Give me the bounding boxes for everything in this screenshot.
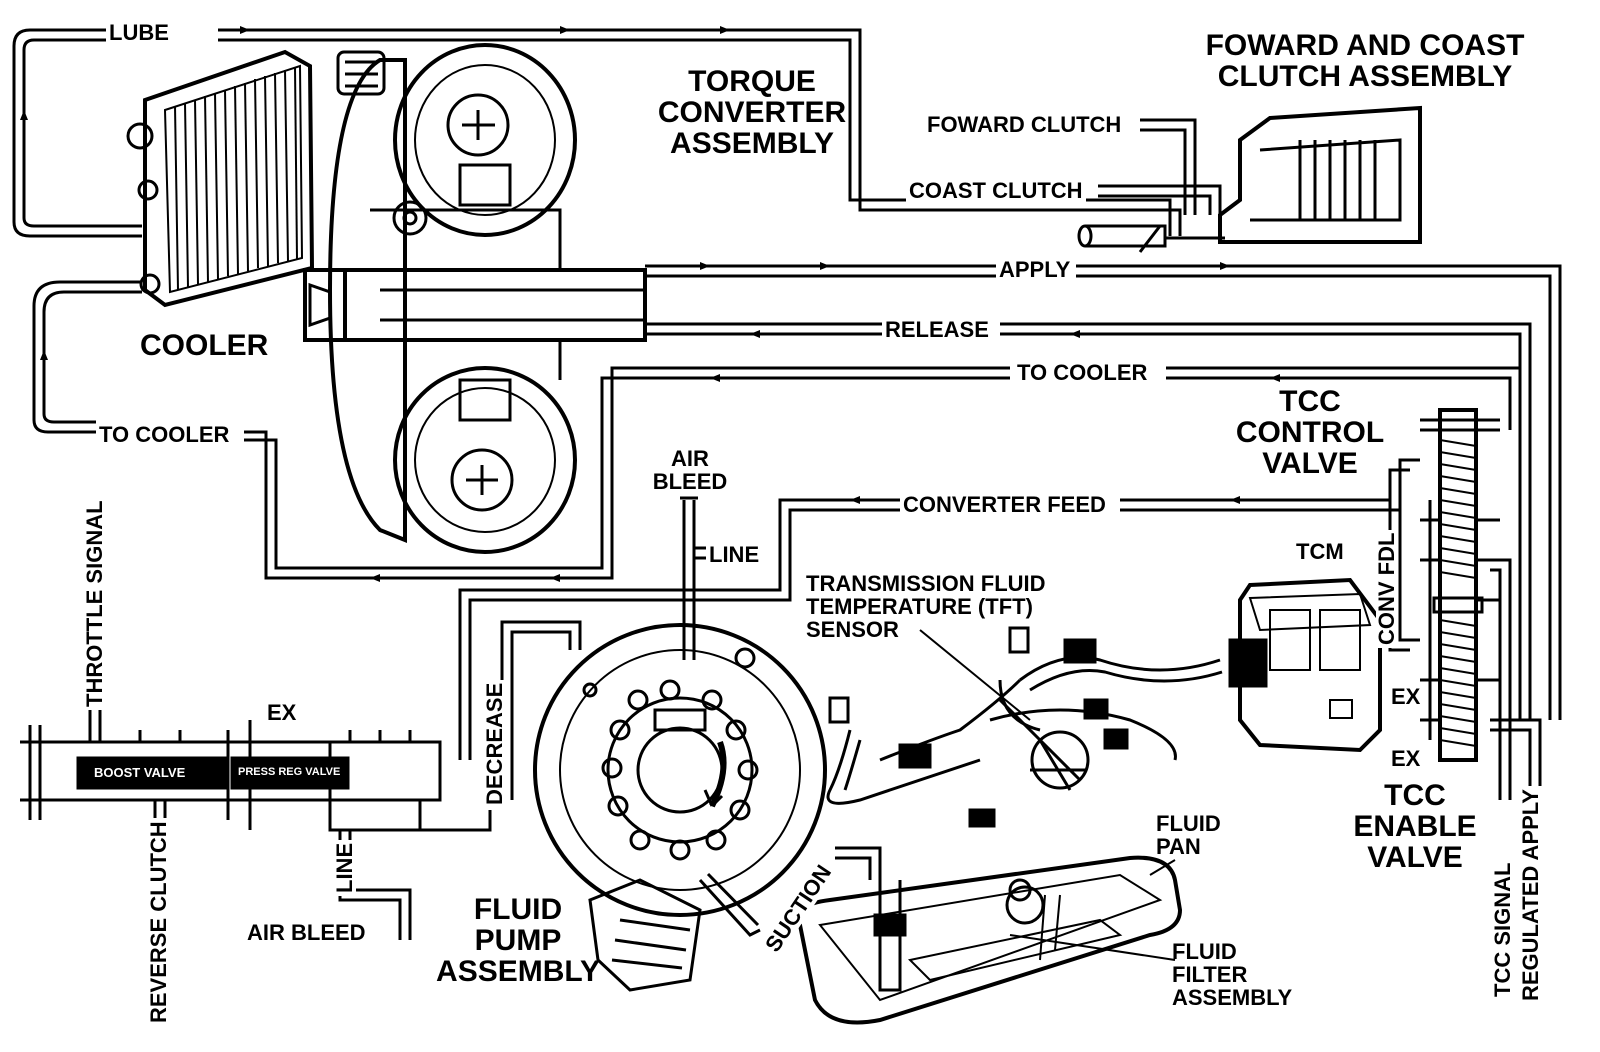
fluid-pump-label: FLUID PUMP ASSEMBLY <box>436 893 600 988</box>
regulated-apply-line <box>1490 718 1542 800</box>
flow-arrows <box>20 26 1280 582</box>
forward-coast-clutch-drum <box>1077 105 1422 253</box>
ex-left-label: EX <box>264 702 300 724</box>
apply-label: APPLY <box>996 259 1074 281</box>
tft-sensor-label: TRANSMISSION FLUID TEMPERATURE (TFT) SEN… <box>806 571 1046 642</box>
ex-right-2-label: EX <box>1388 748 1424 770</box>
converter-feed-line <box>700 475 1402 602</box>
boost-valve-body <box>20 720 442 832</box>
fluid-filter <box>907 894 1123 982</box>
decrease-label: DECREASE <box>482 679 507 808</box>
tcc-enable-valve-label: TCC ENABLE VALVE <box>1353 779 1477 874</box>
tcc-control-valve-label: TCC CONTROL VALVE <box>1235 385 1385 480</box>
fluid-pan-label: FLUID PAN <box>1156 811 1221 859</box>
throttle-signal-label: THROTTLE SIGNAL <box>82 497 107 710</box>
release-line <box>645 322 1532 720</box>
to-cooler-line-left <box>32 280 1522 580</box>
regulated-apply-label: REGULATED APPLY <box>1518 786 1543 1004</box>
fluid-filter-label: FLUID FILTER ASSEMBLY <box>1172 939 1293 1010</box>
tcm-label: TCM <box>1296 539 1344 564</box>
line-bottom-label: LINE <box>332 839 357 896</box>
reverse-clutch-label: REVERSE CLUTCH <box>146 818 171 1026</box>
coast-clutch-line <box>1098 184 1222 215</box>
lube-label: LUBE <box>106 22 172 44</box>
coast-clutch-label: COAST CLUTCH <box>906 180 1086 202</box>
throttle-signal-line <box>88 710 102 742</box>
torque-converter-lower-lobe <box>393 366 577 554</box>
cooler-port-icon <box>137 179 159 201</box>
conv-fdl-label: CONV FDL <box>1374 529 1399 648</box>
reverse-clutch-line <box>153 800 167 820</box>
leader-lines <box>919 629 1176 961</box>
fluid-pan <box>796 855 1183 1025</box>
decrease-line <box>458 588 700 800</box>
converter-feed-label: CONVERTER FEED <box>900 494 1109 516</box>
boost-valve-label: BOOST VALVE <box>94 765 186 780</box>
lube-line <box>12 28 1182 238</box>
cooler-cap-icon <box>126 122 154 150</box>
tft-sensor-harness <box>826 626 1268 828</box>
line-top-label: LINE <box>706 544 763 566</box>
air-bleed-top-label: AIR BLEED <box>652 446 728 494</box>
torque-converter-label: TORQUE CONVERTER ASSEMBLY <box>657 65 847 160</box>
suction-line <box>698 846 882 937</box>
cooler-label: COOLER <box>140 329 269 362</box>
fluid-pump-body <box>533 623 827 992</box>
torque-converter-housing <box>303 50 407 543</box>
to-cooler-left-label: TO COOLER <box>96 424 233 446</box>
press-reg-valve-label: PRESS REG VALVE <box>238 766 341 778</box>
release-label: RELEASE <box>882 319 992 341</box>
tcc-signal-label: TCC SIGNAL <box>1490 859 1515 1000</box>
air-bleed-bottom-label: AIR BLEED <box>244 922 369 944</box>
forward-coast-clutch-label: FOWARD AND COAST CLUTCH ASSEMBLY <box>1205 29 1525 93</box>
cooler-core <box>143 49 315 308</box>
torque-converter-shaft <box>343 200 647 380</box>
air-bleed-line-top <box>680 496 708 660</box>
ex-right-1-label: EX <box>1388 686 1424 708</box>
torque-converter-upper-lobe <box>393 43 577 237</box>
forward-clutch-label: FOWARD CLUTCH <box>924 114 1125 136</box>
to-cooler-top-label: TO COOLER <box>1014 362 1151 384</box>
tcm-module <box>1238 577 1382 753</box>
cooler-port-icon <box>139 273 161 295</box>
